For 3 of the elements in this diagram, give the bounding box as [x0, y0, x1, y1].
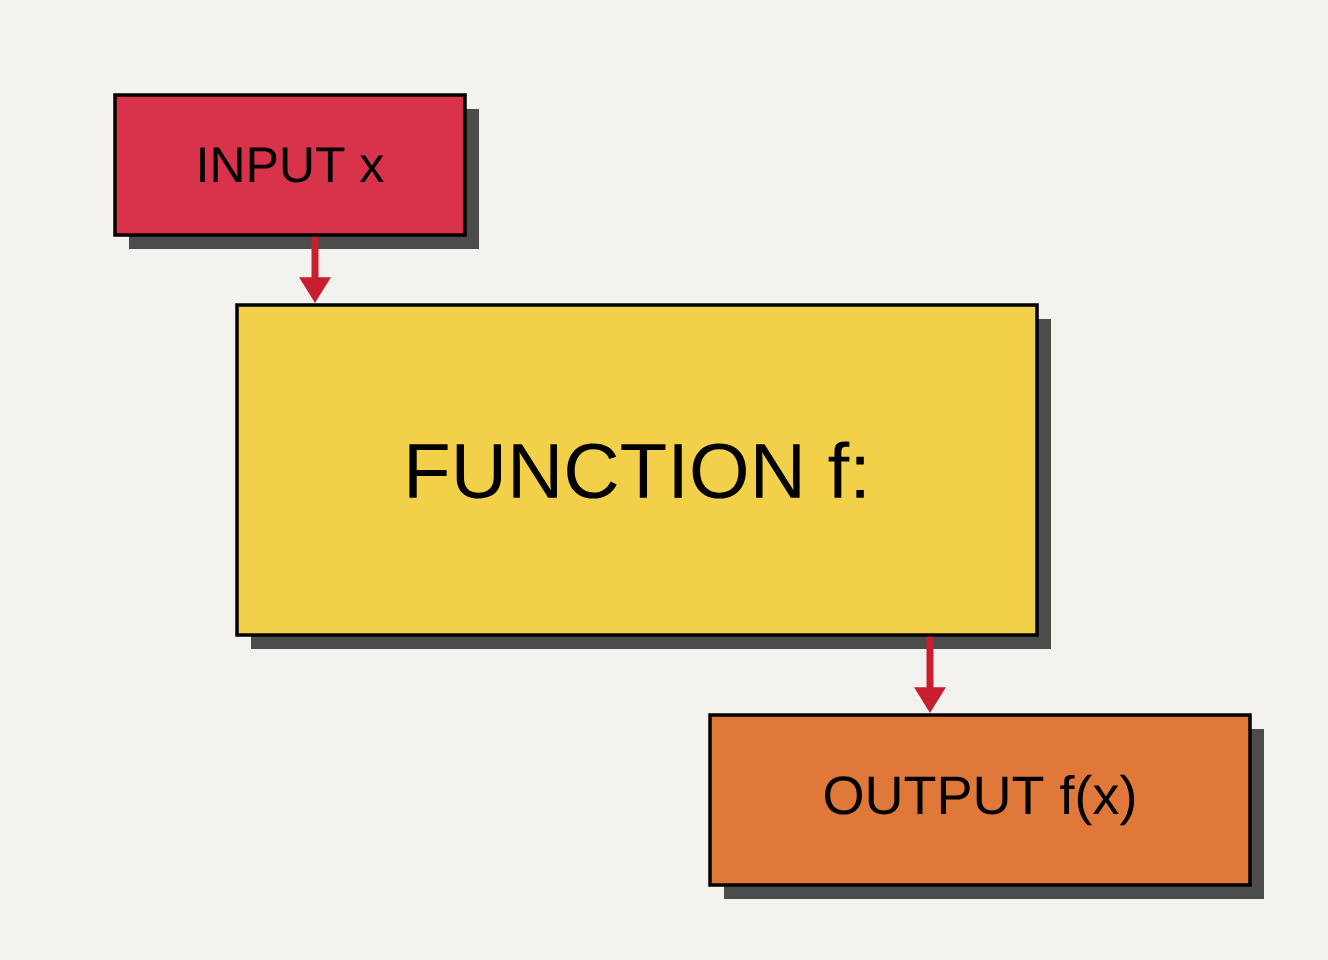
input-box: INPUT x — [113, 93, 479, 249]
function-box: FUNCTION f: — [235, 303, 1051, 649]
output-box: OUTPUT f(x) — [708, 713, 1264, 899]
